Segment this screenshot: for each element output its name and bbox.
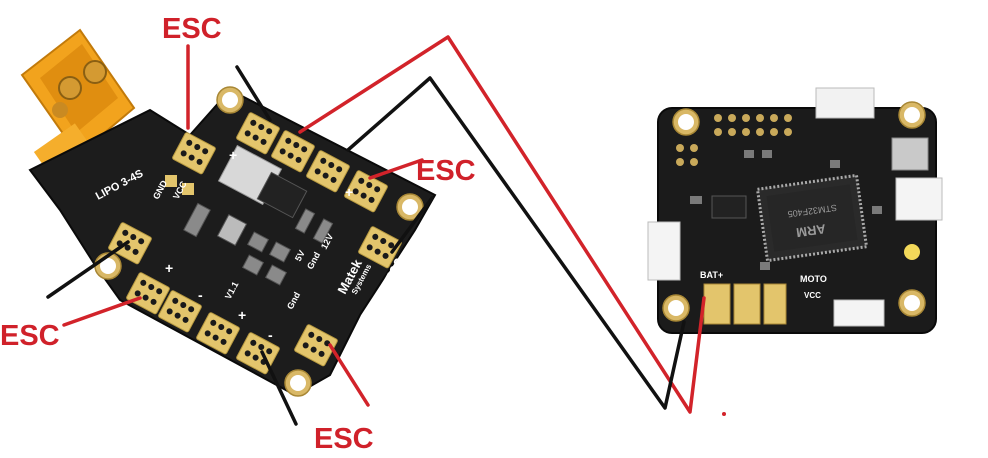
- mount-hole: [216, 86, 244, 114]
- silk-plus: +: [238, 307, 246, 323]
- jst-connector-top: [815, 87, 875, 119]
- esc-label-bottom: ESC: [314, 423, 374, 455]
- esc-label-left: ESC: [0, 320, 60, 352]
- esc-label-right: ESC: [416, 155, 476, 187]
- buzzer-pad: [904, 244, 920, 260]
- esc-pointers: [46, 44, 434, 426]
- silk-plus: +: [229, 147, 237, 163]
- mount-hole: [898, 289, 926, 317]
- fc-board: ARM STM32F405 BAT+ MOTO VCC: [647, 87, 943, 334]
- moto-label: MOTO: [800, 274, 827, 284]
- red-dot: [722, 412, 726, 416]
- jst-connector-left: [647, 221, 681, 281]
- esc-pointer-top-black: [235, 65, 272, 122]
- mount-hole: [284, 369, 312, 397]
- usb-port: [891, 137, 929, 171]
- fc-components: [690, 150, 882, 270]
- mcu-chip: ARM STM32F405: [755, 173, 869, 263]
- silk-minus: -: [198, 287, 203, 303]
- bat-plus-pad: [703, 283, 731, 325]
- silk-plus: +: [165, 260, 173, 276]
- jst-connector-bottom: [833, 299, 885, 327]
- esc-pointer-right: [368, 158, 424, 180]
- mount-hole: [898, 101, 926, 129]
- black-wire: [346, 76, 686, 410]
- header-pads: [676, 114, 792, 166]
- wires: [298, 35, 726, 416]
- gnd-pad: [165, 175, 177, 187]
- 5v-label: 5V: [293, 249, 307, 263]
- chip-label: ARM: [795, 221, 826, 240]
- smd-components: [183, 202, 334, 286]
- esc-label-top: ESC: [162, 13, 222, 45]
- esc-pointer-bottom: [328, 343, 370, 407]
- esc-pointer-left-black: [46, 240, 130, 299]
- esc-pointer-right-black: [390, 196, 434, 254]
- red-wire: [298, 35, 706, 414]
- silk-minus: -: [268, 327, 273, 343]
- esc-pointer-bottom-black: [260, 350, 298, 426]
- silk-plus: +: [345, 184, 353, 200]
- bat-minus-pad: [733, 283, 761, 325]
- vcc-pad: [182, 183, 194, 195]
- esc-pointer-left: [62, 296, 142, 327]
- fc-vcc-label: VCC: [804, 291, 821, 300]
- mount-hole: [672, 108, 700, 136]
- jst-connector-right: [895, 177, 943, 221]
- bat-label: BAT+: [700, 270, 723, 280]
- osd-pad: [763, 283, 787, 325]
- mount-hole: [662, 294, 690, 322]
